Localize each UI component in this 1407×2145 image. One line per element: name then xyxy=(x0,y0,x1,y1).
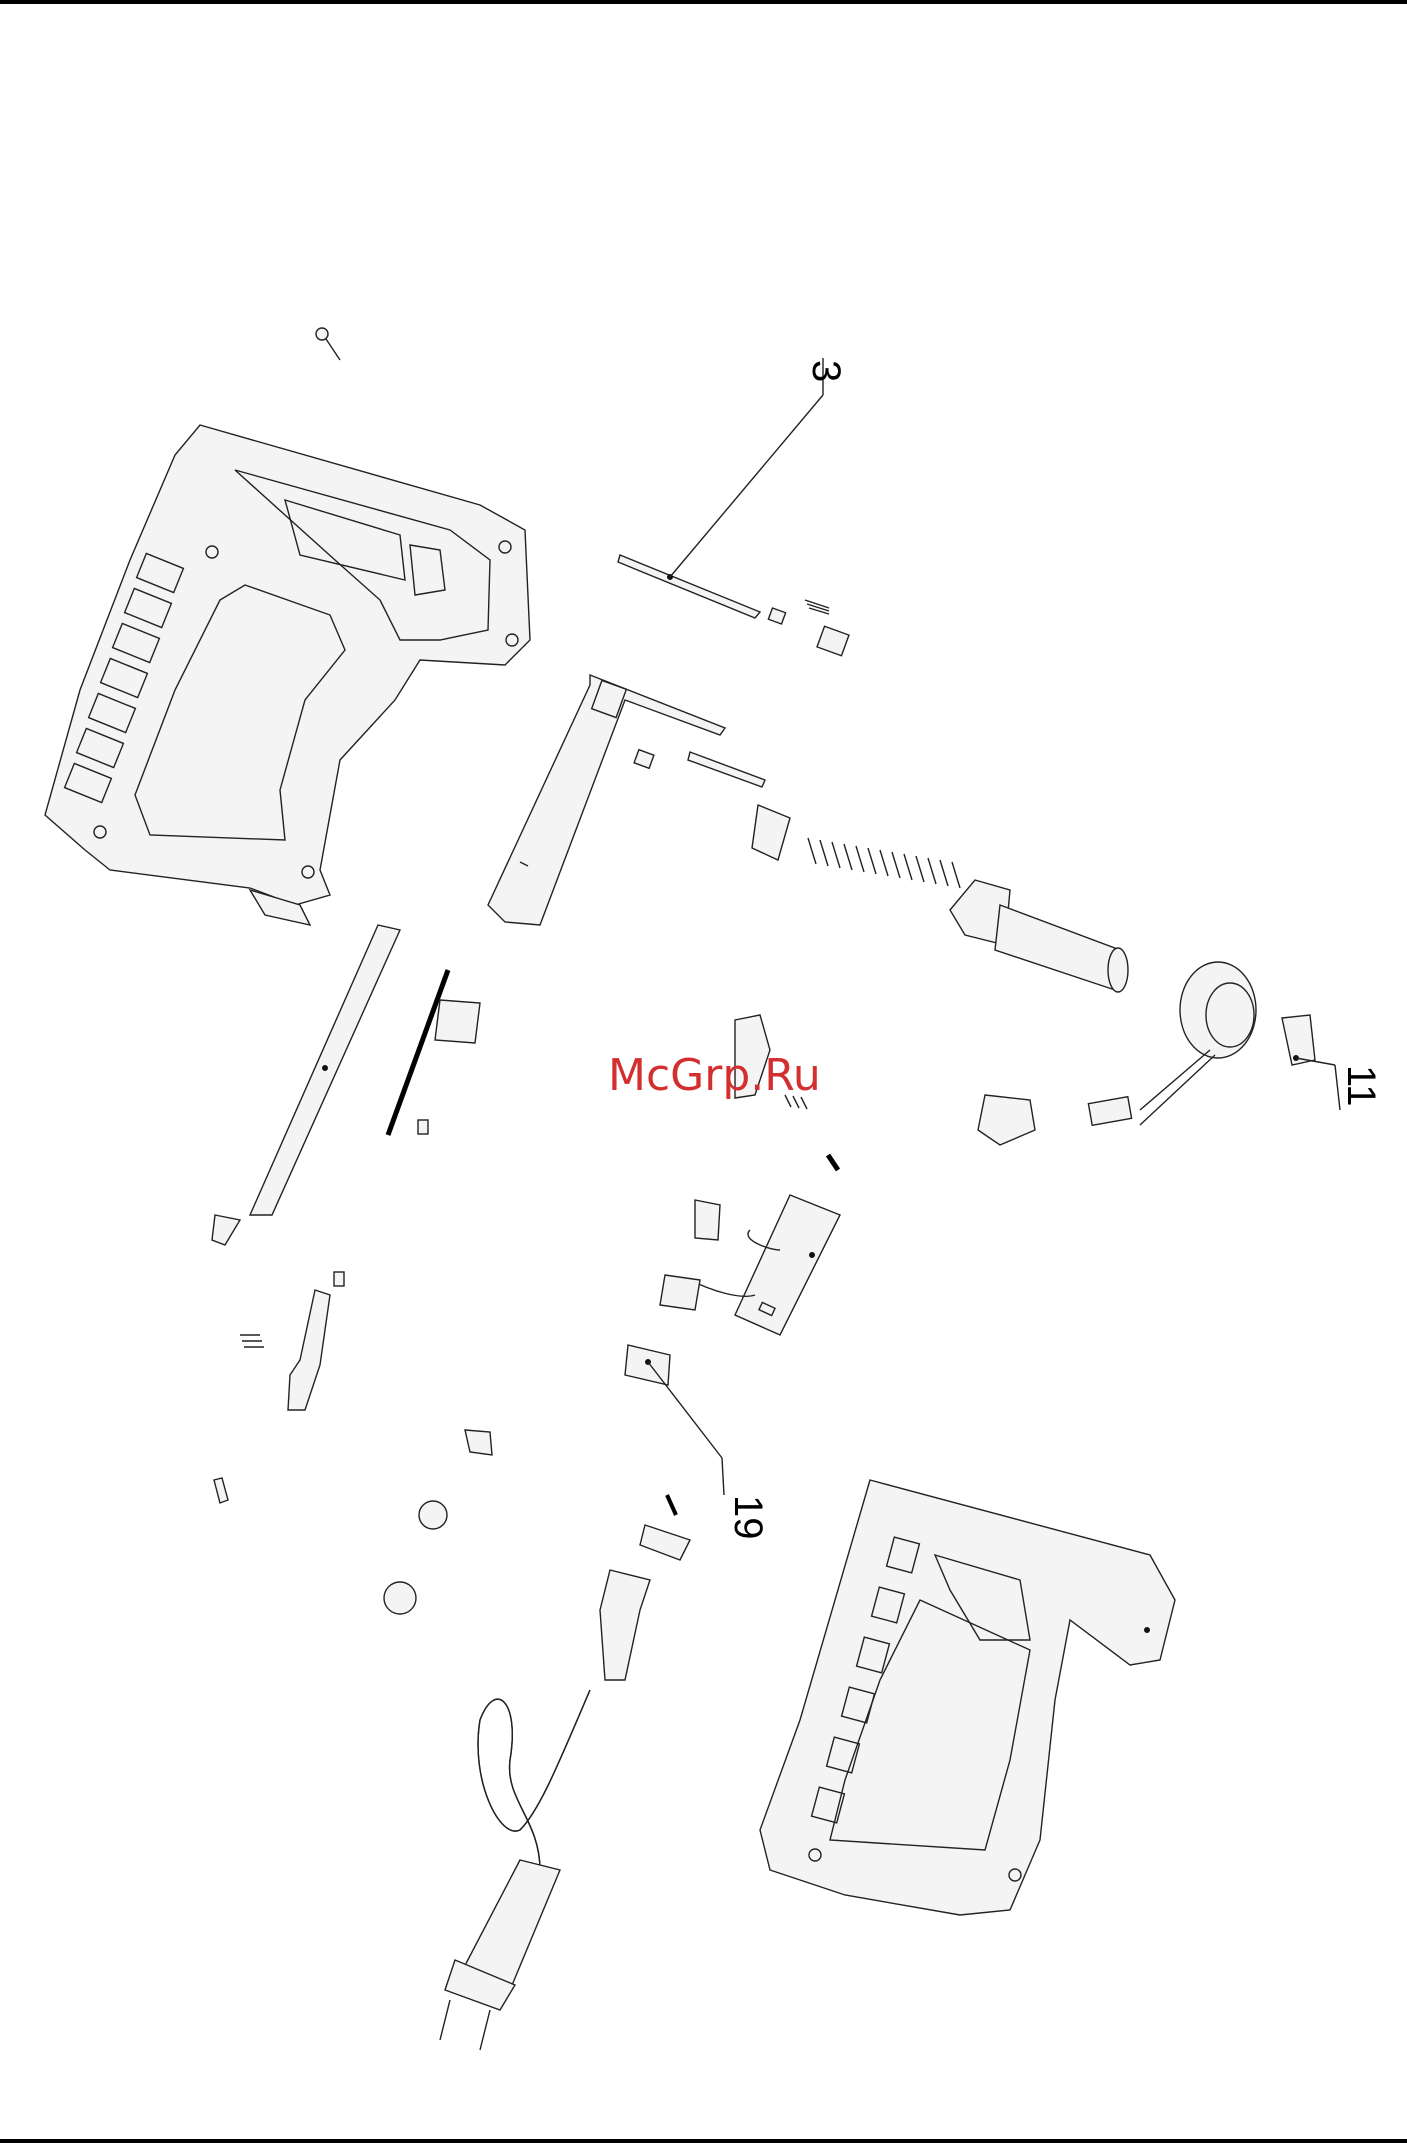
magazine-channel xyxy=(488,675,725,925)
housing-left-half xyxy=(45,425,530,925)
tube-assembly xyxy=(950,880,1128,992)
screw-top xyxy=(316,328,340,360)
part-19-switch xyxy=(625,1345,724,1495)
watermark: McGrp.Ru xyxy=(608,1050,821,1101)
left-small-parts xyxy=(214,1272,492,1614)
small-parts-mid xyxy=(634,750,790,860)
guide-rail xyxy=(212,925,480,1245)
part-11-coil xyxy=(1088,962,1340,1125)
power-cord xyxy=(440,1495,690,2050)
part-3-slider xyxy=(618,358,849,656)
callout-11: 11 xyxy=(1338,1065,1383,1107)
callout-3: 3 xyxy=(803,360,848,382)
housing-right-half xyxy=(760,1480,1175,1915)
callout-19: 19 xyxy=(725,1495,770,1540)
switch-plate xyxy=(660,1195,840,1335)
main-spring xyxy=(808,838,960,888)
